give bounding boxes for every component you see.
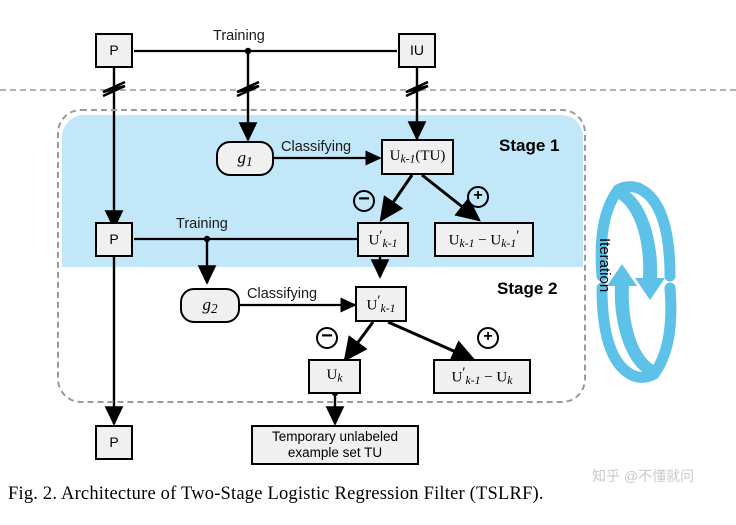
- stage1-negative-result-label: U′k-1: [368, 228, 398, 251]
- stage2-classifier-g2[interactable]: g2: [180, 288, 240, 323]
- stage1-unlabeled-label: Uk-1(TU): [389, 147, 446, 166]
- top-p-label: P: [109, 42, 119, 59]
- temporary-unlabeled-set-box[interactable]: Temporary unlabeled example set TU: [251, 425, 419, 465]
- top-iu-box[interactable]: IU: [398, 33, 436, 68]
- stage1-classifying-label: Classifying: [281, 139, 352, 155]
- stage1-p-label: P: [109, 231, 119, 248]
- stage1-negative-badge: −: [353, 189, 375, 212]
- stage2-negative-result-box[interactable]: Uk: [308, 359, 361, 394]
- top-p-box[interactable]: P: [95, 33, 133, 68]
- stage2-classifying-label: Classifying: [247, 286, 318, 302]
- stage2-title: Stage 2: [497, 279, 558, 298]
- stage1-positive-result-box[interactable]: Uk-1 − Uk-1′: [434, 222, 534, 257]
- bottom-p-label: P: [109, 434, 119, 451]
- stage1-training-label: Training: [176, 216, 228, 232]
- top-training-label: Training: [213, 28, 265, 44]
- stage2-negative-badge: −: [316, 326, 338, 349]
- stage1-p-box[interactable]: P: [95, 222, 133, 257]
- iteration-arrow-down: [612, 186, 665, 300]
- break-symbol-left: [102, 80, 126, 98]
- stage1-classifier-g1[interactable]: g1: [216, 141, 274, 176]
- stage2-negative-result-label: Uk: [326, 367, 343, 386]
- stage1-unlabeled-box[interactable]: Uk-1(TU): [381, 139, 454, 175]
- iteration-loop-left-top: [595, 184, 624, 282]
- stage2-positive-result-label: U′k-1 − Uk: [451, 365, 513, 388]
- figure-caption: Fig. 2. Architecture of Two-Stage Logist…: [8, 484, 544, 504]
- stage2-input-label: U′k-1: [366, 292, 396, 315]
- break-symbol-right: [405, 80, 429, 98]
- stage2-input-box[interactable]: U′k-1: [355, 286, 407, 322]
- iteration-loop-bottom-cap: [628, 368, 660, 383]
- stage2-positive-result-box[interactable]: U′k-1 − Uk: [433, 359, 531, 394]
- stage1-title: Stage 1: [499, 136, 560, 155]
- stage2-positive-badge: +: [477, 327, 499, 349]
- stage2-classifier-label: g2: [202, 294, 218, 316]
- iteration-loop-right-top: [632, 182, 676, 282]
- stage1-negative-result-box[interactable]: U′k-1: [357, 222, 409, 257]
- break-symbol-center: [236, 80, 260, 98]
- iteration-arrow-up: [607, 264, 660, 378]
- top-dashed-divider: [0, 89, 736, 91]
- top-iu-label: IU: [410, 42, 424, 59]
- bottom-p-box[interactable]: P: [95, 425, 133, 460]
- iteration-loop-right-bottom: [648, 282, 677, 380]
- iteration-container-border: [57, 109, 586, 403]
- stage1-positive-result-label: Uk-1 − Uk-1′: [448, 228, 520, 251]
- iteration-label: Iteration: [596, 238, 613, 293]
- zhihu-watermark: 知乎 @不懂就问: [592, 468, 695, 484]
- tu-box-line2: example set TU: [287, 445, 383, 460]
- iteration-loop-left-bottom: [596, 282, 640, 382]
- tu-box-line1: Temporary unlabeled: [271, 429, 399, 445]
- stage1-positive-badge: +: [467, 186, 489, 208]
- iteration-loop-top-cap: [612, 181, 644, 196]
- stage1-classifier-label: g1: [237, 147, 253, 169]
